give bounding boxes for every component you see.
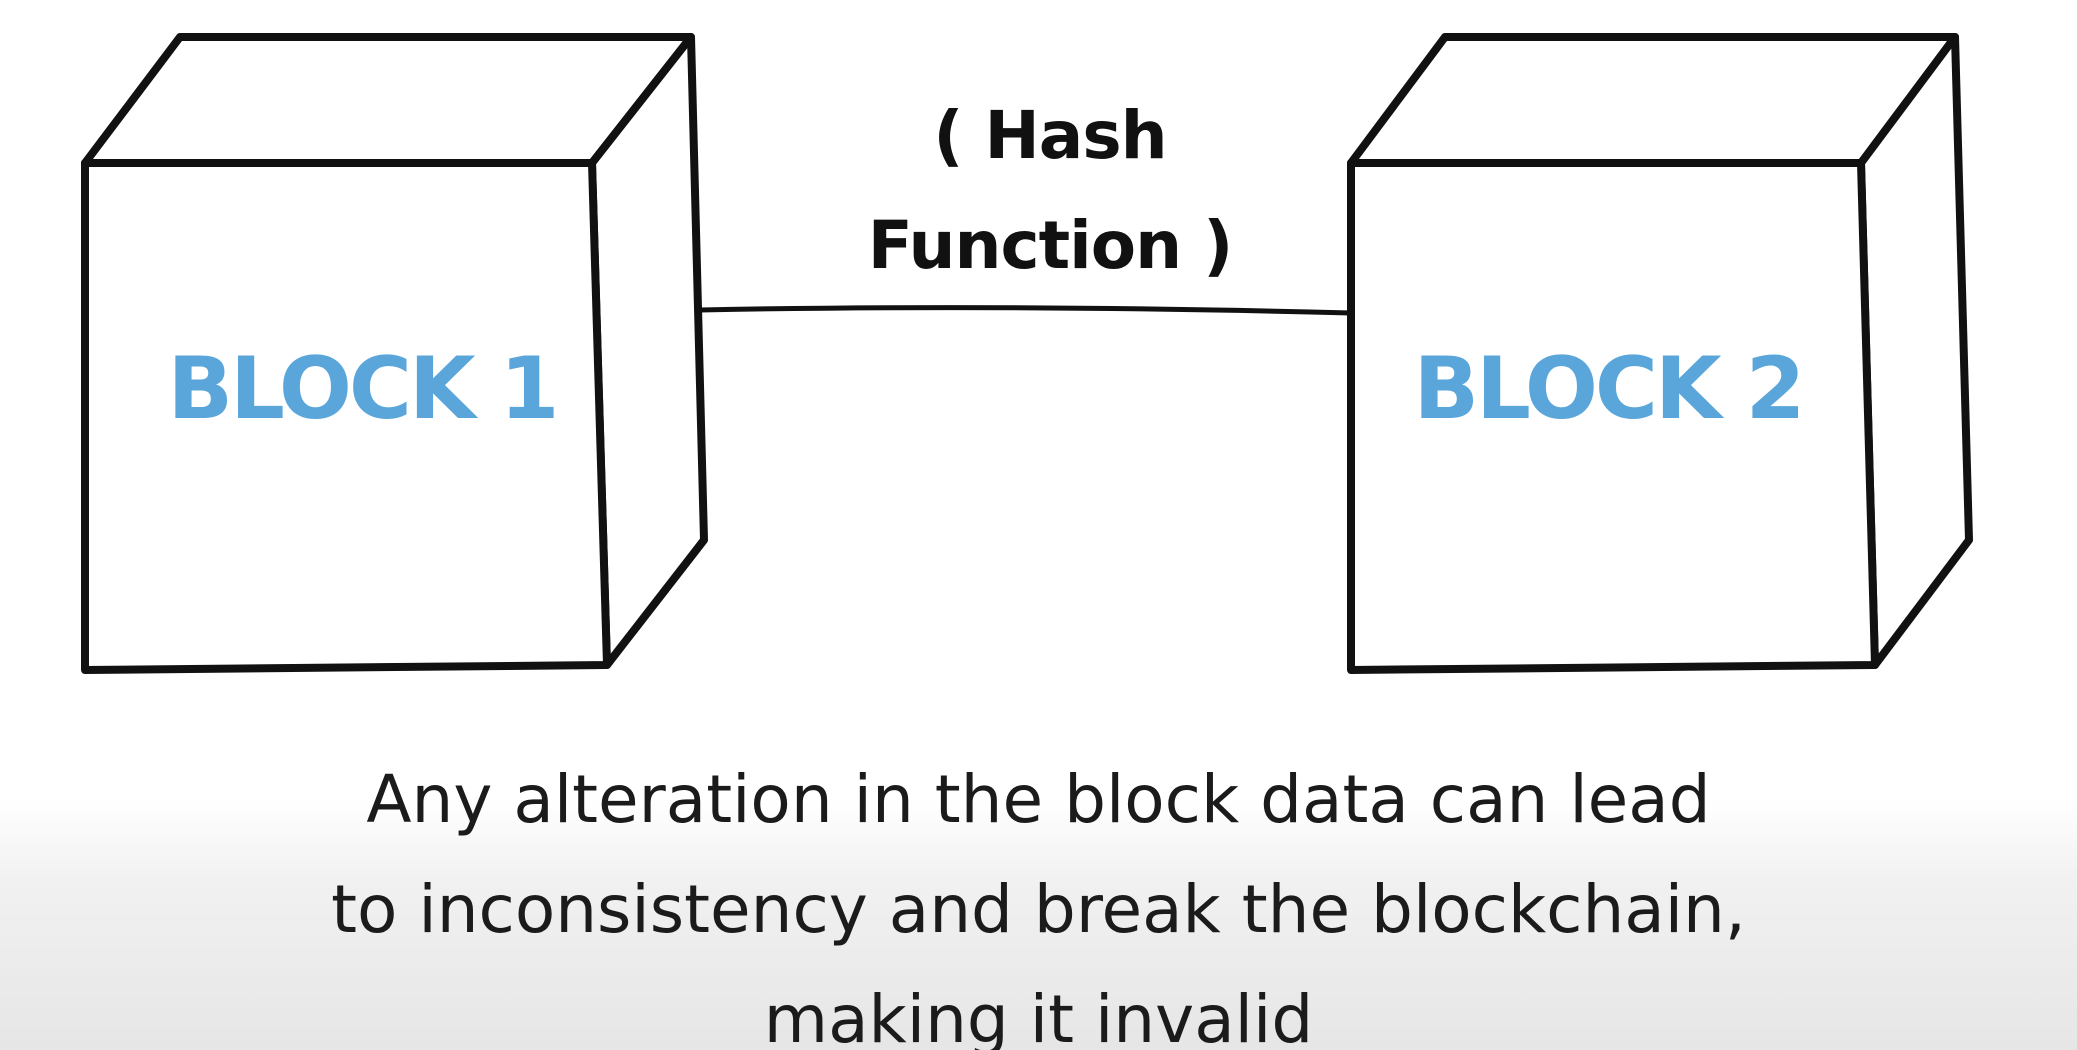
connector-label-line-2: Function ) — [868, 207, 1233, 284]
block-1-front-face — [81, 159, 611, 674]
hash-link-line — [697, 305, 1354, 316]
block-2-front-face — [1347, 159, 1879, 674]
caption-line-3: making it invalid — [763, 981, 1314, 1050]
block-2-cube — [1347, 33, 1973, 674]
block-1-top-face — [81, 33, 695, 167]
caption-text: Any alteration in the block data can lea… — [0, 745, 2077, 1050]
caption-line-1: Any alteration in the block data can lea… — [366, 761, 1711, 838]
block-1-label: BLOCK 1 — [168, 339, 557, 439]
block-2-top-face — [1347, 33, 1959, 167]
caption-line-2: to inconsistency and break the blockchai… — [331, 871, 1746, 948]
connector-label-line-1: ( Hash — [933, 97, 1166, 174]
block-1-cube — [81, 33, 708, 674]
block-2-label: BLOCK 2 — [1414, 339, 1803, 439]
